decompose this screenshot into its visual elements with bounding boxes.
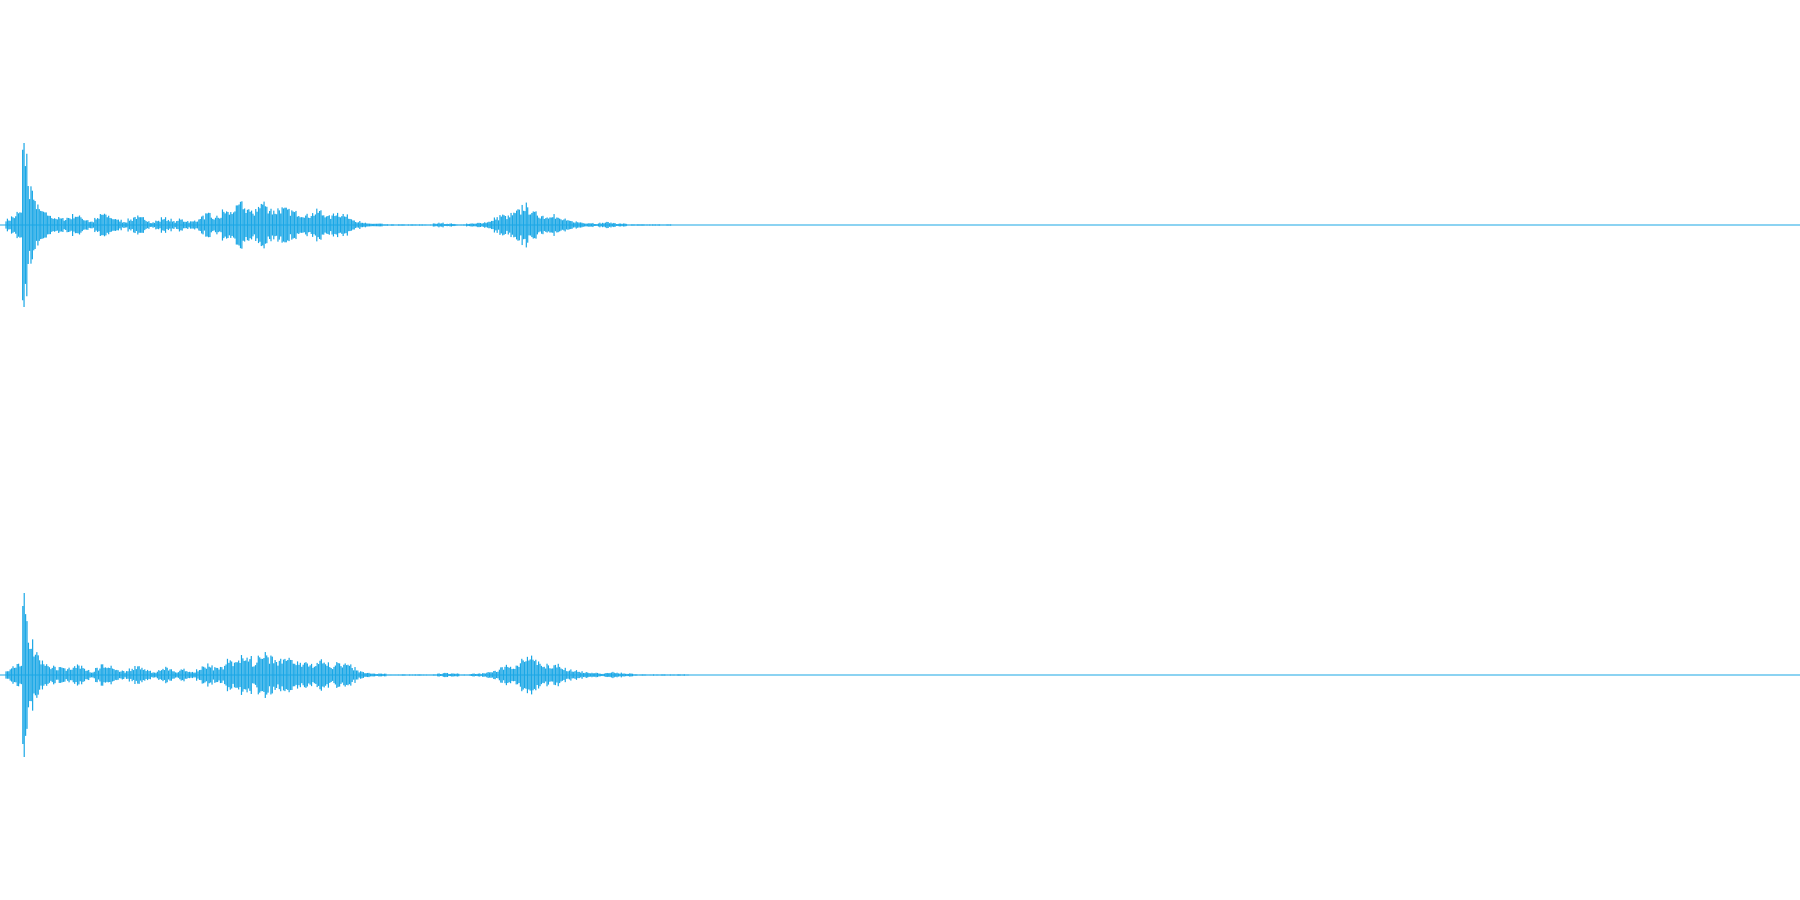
waveform-channel-2 [0, 593, 1800, 757]
waveform-channel-1 [0, 143, 1800, 307]
